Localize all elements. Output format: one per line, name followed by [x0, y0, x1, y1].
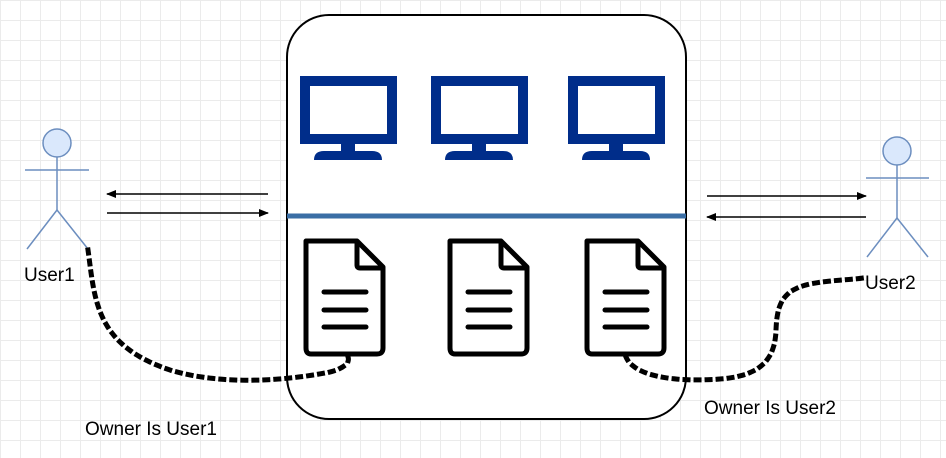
document-icon: [306, 241, 383, 354]
user2-label: User2: [865, 273, 916, 294]
ownership-connector-user2: [622, 275, 866, 383]
owner-user1-label: Owner Is User1: [85, 419, 217, 440]
document-icon: [450, 241, 527, 354]
document-icon: [587, 241, 664, 354]
user-actor-icon: [866, 136, 929, 258]
user1-label: User1: [24, 265, 75, 286]
user-actor-icon: [25, 128, 89, 250]
ownership-connector-user1: [85, 247, 351, 383]
owner-user2-label: Owner Is User2: [704, 398, 836, 419]
